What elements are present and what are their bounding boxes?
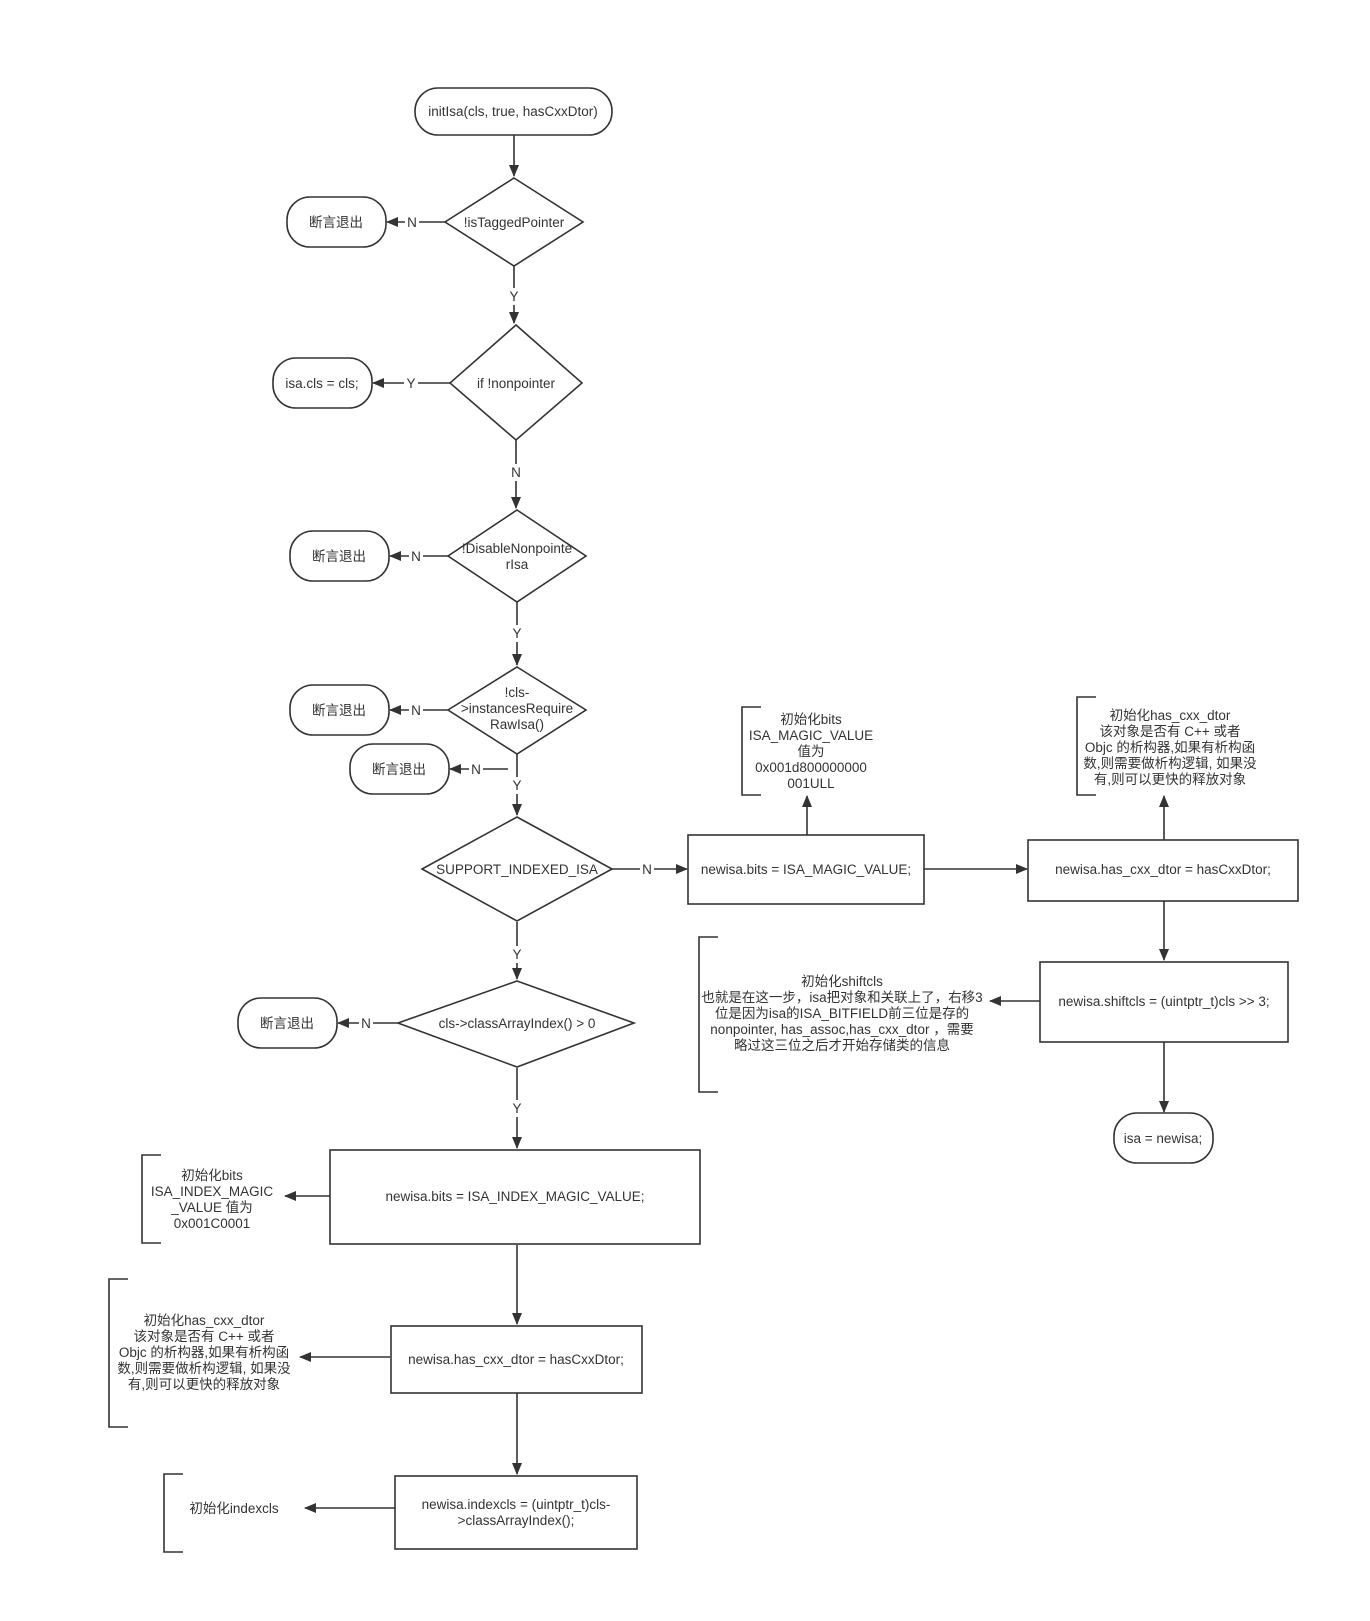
- edge-label-yes: Y: [406, 376, 415, 391]
- edge-label-no: N: [471, 762, 481, 777]
- annotation-line: 位是因为isa的ISA_BITFIELD前三位是存的: [715, 1005, 969, 1021]
- edge-label-no: N: [511, 465, 521, 480]
- annotation-line: 初始化shiftcls: [801, 973, 883, 989]
- decision-label: !isTaggedPointer: [464, 215, 565, 230]
- annotation-line: 初始化bits: [780, 711, 842, 727]
- decision-class-array-index: cls->classArrayIndex() > 0: [395, 980, 637, 1068]
- process-has-cxx-dtor-right: newisa.has_cxx_dtor = hasCxxDtor;: [1027, 839, 1299, 902]
- annotation-line: 该对象是否有 C++ 或者: [133, 1329, 274, 1344]
- terminal-label: isa = newisa;: [1124, 1131, 1202, 1146]
- annotation-line: 数,则需要做析构逻辑, 如果没: [117, 1361, 291, 1376]
- annotation-shiftcls: 初始化shiftcls 也就是在这一步，isa把对象和关联上了，右移3 位是因为…: [698, 936, 983, 1093]
- process-label: newisa.indexcls = (uintptr_t)cls-: [422, 1497, 611, 1512]
- annotation-line: 0x001d800000000: [755, 760, 867, 775]
- terminal-label: 断言退出: [312, 703, 366, 718]
- edge-label-no: N: [411, 703, 421, 718]
- assert-exit-terminal: 断言退出: [289, 684, 390, 736]
- annotation-indexcls: 初始化indexcls: [163, 1473, 279, 1553]
- decision-label: RawIsa(): [490, 717, 544, 732]
- process-bits-magic-value: newisa.bits = ISA_MAGIC_VALUE;: [687, 834, 925, 905]
- decision-disable-nonpointer-isa: !DisableNonpointe rIsa: [446, 509, 588, 603]
- annotation-line: 有,则可以更快的释放对象: [1094, 772, 1246, 787]
- edge-label-yes: Y: [512, 626, 521, 641]
- assert-exit-terminal: 断言退出: [237, 997, 338, 1049]
- annotation-line: _VALUE 值为: [170, 1200, 253, 1215]
- terminal-label: 断言退出: [312, 549, 366, 564]
- annotation-has-cxx-dtor-right: 初始化has_cxx_dtor 该对象是否有 C++ 或者 Objc 的析构器,…: [1076, 696, 1257, 796]
- decision-nonpointer: if !nonpointer: [448, 323, 584, 442]
- decision-instances-require-raw-isa: !cls- >instancesRequire RawIsa(): [446, 666, 588, 755]
- annotation-line: Objc 的析构器,如果有析构函: [119, 1345, 289, 1360]
- terminal-label: isa.cls = cls;: [285, 376, 358, 391]
- assert-exit-terminal: 断言退出: [286, 196, 387, 248]
- edge-label-no: N: [642, 862, 652, 877]
- annotation-has-cxx-dtor-left: 初始化has_cxx_dtor 该对象是否有 C++ 或者 Objc 的析构器,…: [108, 1278, 291, 1428]
- annotation-bits-index-magic-value: 初始化bits ISA_INDEX_MAGIC _VALUE 值为 0x001C…: [141, 1154, 274, 1244]
- process-label: newisa.bits = ISA_INDEX_MAGIC_VALUE;: [386, 1189, 645, 1204]
- edge-labels: N Y Y N N Y N N Y N Y N Y: [359, 213, 654, 1117]
- edge-label-yes: Y: [512, 947, 521, 962]
- annotation-line: 略过这三位之后才开始存储类的信息: [734, 1037, 950, 1053]
- annotation-line: ISA_INDEX_MAGIC: [151, 1184, 274, 1199]
- annotation-line: 有,则可以更快的释放对象: [128, 1377, 280, 1392]
- annotation-line: 001ULL: [787, 776, 835, 791]
- decision-label: SUPPORT_INDEXED_ISA: [436, 862, 598, 877]
- process-shiftcls: newisa.shiftcls = (uintptr_t)cls >> 3;: [1039, 961, 1289, 1043]
- annotation-line: 初始化has_cxx_dtor: [1110, 707, 1231, 723]
- process-has-cxx-dtor-left: newisa.has_cxx_dtor = hasCxxDtor;: [390, 1325, 643, 1394]
- annotation-bits-magic-value: 初始化bits ISA_MAGIC_VALUE 值为 0x001d8000000…: [741, 706, 873, 796]
- annotation-line: 该对象是否有 C++ 或者: [1099, 724, 1240, 739]
- decision-is-tagged-pointer: !isTaggedPointer: [443, 177, 585, 267]
- annotation-line: ISA_MAGIC_VALUE: [749, 728, 873, 743]
- edges: [284, 133, 1169, 1513]
- assert-exit-terminal: 断言退出: [349, 743, 450, 795]
- decision-label: !cls-: [505, 685, 530, 700]
- annotation-line: nonpointer, has_assoc,has_cxx_dtor ，需要: [710, 1022, 973, 1037]
- edge-label-no: N: [411, 549, 421, 564]
- terminal-label: 断言退出: [309, 215, 363, 230]
- process-label: >classArrayIndex();: [458, 1513, 575, 1528]
- process-label: newisa.has_cxx_dtor = hasCxxDtor;: [408, 1352, 624, 1367]
- annotation-line: 值为: [798, 744, 825, 759]
- isa-cls-terminal: isa.cls = cls;: [272, 357, 373, 409]
- terminal-label: 断言退出: [260, 1016, 314, 1031]
- isa-newisa-terminal: isa = newisa;: [1113, 1112, 1214, 1164]
- assert-exit-terminal: 断言退出: [289, 530, 390, 582]
- process-indexcls: newisa.indexcls = (uintptr_t)cls- >class…: [394, 1475, 638, 1550]
- decision-label: !DisableNonpointe: [462, 541, 572, 556]
- process-bits-index-magic-value: newisa.bits = ISA_INDEX_MAGIC_VALUE;: [329, 1149, 701, 1245]
- terminal-label: 断言退出: [372, 762, 426, 777]
- edge-label-no: N: [361, 1016, 371, 1031]
- decision-support-indexed-isa: SUPPORT_INDEXED_ISA: [420, 816, 614, 922]
- decision-label: rIsa: [506, 557, 529, 572]
- decision-label: >instancesRequire: [461, 701, 573, 716]
- decision-label: if !nonpointer: [477, 376, 556, 391]
- annotation-line: 0x001C0001: [174, 1216, 251, 1231]
- edge-label-no: N: [407, 215, 417, 230]
- annotation-line: 初始化bits: [181, 1167, 243, 1183]
- process-label: newisa.has_cxx_dtor = hasCxxDtor;: [1055, 862, 1271, 877]
- process-label: newisa.shiftcls = (uintptr_t)cls >> 3;: [1058, 994, 1269, 1009]
- process-label: newisa.bits = ISA_MAGIC_VALUE;: [701, 862, 911, 877]
- edge-label-yes: Y: [509, 289, 518, 304]
- start-node: initIsa(cls, true, hasCxxDtor): [414, 87, 613, 136]
- edge-label-yes: Y: [512, 778, 521, 793]
- annotation-line: 初始化has_cxx_dtor: [144, 1312, 265, 1328]
- annotation-line: 也就是在这一步，isa把对象和关联上了，右移3: [701, 989, 982, 1005]
- annotation-line: Objc 的析构器,如果有析构函: [1085, 740, 1255, 755]
- start-node-label: initIsa(cls, true, hasCxxDtor): [428, 104, 598, 119]
- annotation-line: 数,则需要做析构逻辑, 如果没: [1083, 756, 1257, 771]
- annotation-line: 初始化indexcls: [189, 1500, 279, 1516]
- decision-label: cls->classArrayIndex() > 0: [439, 1016, 596, 1031]
- edge-label-yes: Y: [512, 1101, 521, 1116]
